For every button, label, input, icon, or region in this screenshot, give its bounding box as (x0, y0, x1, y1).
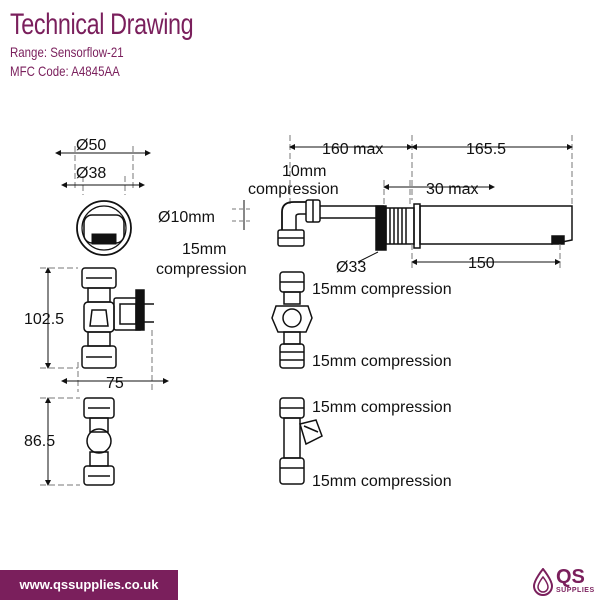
range-label: Range: (10, 44, 48, 60)
page-title: Technical Drawing (10, 8, 194, 41)
label-15mm-compression-line1: 15mm (182, 241, 226, 258)
range-value: Sensorflow-21 (50, 44, 124, 60)
dim-spout-reach: 160 max (322, 141, 383, 158)
dim-body-diameter: Ø33 (336, 259, 366, 276)
dim-thread-max: 30 max (426, 181, 478, 198)
spout-side-view (232, 135, 573, 270)
mfc-line: MFC Code: A4845AA (10, 63, 120, 79)
label-valve-top: 15mm compression (312, 281, 452, 298)
dim-valve-height: 102.5 (24, 311, 64, 328)
dim-pipe-diameter: Ø10mm (158, 209, 215, 226)
qs-supplies-logo[interactable]: QS SUPPLIES (532, 566, 598, 598)
dim-inner-diameter: Ø38 (76, 165, 106, 182)
solenoid-valve (40, 267, 169, 392)
mfc-label: MFC Code: (10, 63, 69, 79)
strainer (40, 397, 115, 486)
label-valve-bottom: 15mm compression (312, 353, 452, 370)
label-strainer-bottom: 15mm compression (312, 473, 452, 490)
label-10mm-compression-line2: compression (248, 181, 339, 198)
dim-valve-width: 75 (106, 375, 124, 392)
logo-text: QS (556, 566, 585, 588)
dim-strainer-height: 86.5 (24, 433, 55, 450)
dim-spout-outlet: 150 (468, 255, 495, 272)
label-15mm-compression-line2: compression (156, 261, 247, 278)
valve-front-view (271, 271, 313, 369)
mfc-value: A4845AA (71, 63, 120, 79)
logo-subtext: SUPPLIES (556, 587, 595, 594)
website-link[interactable]: www.qssupplies.co.uk (19, 577, 159, 592)
label-strainer-top: 15mm compression (312, 399, 452, 416)
range-line: Range: Sensorflow-21 (10, 44, 124, 60)
sensor-front-view (55, 146, 151, 256)
label-10mm-compression-line1: 10mm (282, 163, 326, 180)
strainer-front-view (279, 397, 323, 485)
dim-outer-diameter: Ø50 (76, 137, 106, 154)
dim-spout-length: 165.5 (466, 141, 506, 158)
footer-bar: www.qssupplies.co.uk (0, 570, 178, 600)
water-drop-icon (532, 568, 554, 596)
